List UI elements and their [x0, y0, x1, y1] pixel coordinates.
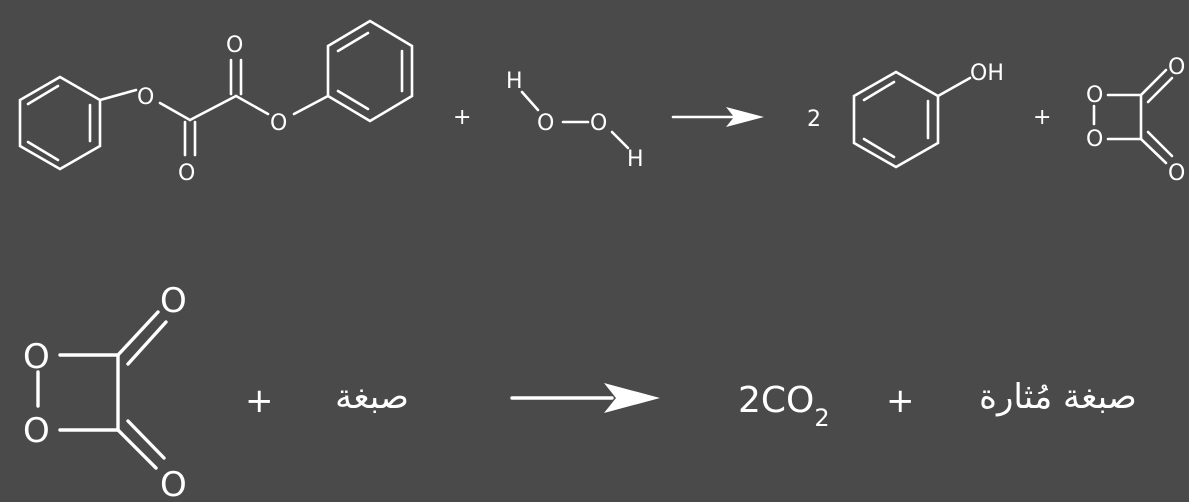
aromatic-bond	[26, 84, 60, 106]
hydrogen-peroxide-molecule: H O O H	[506, 69, 644, 172]
carbonyl-double-bond	[116, 428, 158, 470]
single-bond	[292, 94, 330, 116]
plus-sign: +	[886, 381, 915, 421]
aromatic-bond	[336, 31, 370, 53]
plus-sign: +	[1033, 105, 1051, 130]
co2-formula: 2CO	[738, 380, 814, 421]
reaction-2: O O O O + صبغة 2CO2 + صبغة مُثارة	[23, 281, 1137, 502]
phenol-molecule: OH	[852, 61, 1004, 169]
peroxide-oxygen-2: O	[590, 111, 607, 136]
carbonyl-double-bond	[1139, 137, 1168, 165]
plus-sign: +	[245, 381, 274, 421]
aromatic-bond	[26, 140, 60, 162]
hydrogen-atom-right: H	[627, 147, 644, 172]
ring-oxygen-bottom: O	[1086, 127, 1103, 152]
hydrogen-atom-left: H	[506, 69, 523, 94]
carbonyl-oxygen-top: O	[160, 281, 187, 321]
carbonyl-double-bond	[1146, 76, 1174, 104]
carbonyl-oxygen-bottom: O	[1168, 161, 1185, 186]
plus-sign: +	[453, 105, 471, 130]
ring-oxygen-top: O	[1086, 83, 1103, 108]
single-bond	[234, 94, 270, 116]
carbonyl-double-bond	[126, 419, 166, 460]
single-bond	[936, 76, 972, 98]
aromatic-bond	[862, 137, 896, 159]
single-bond	[610, 130, 630, 150]
ester-oxygen-left: O	[137, 85, 154, 110]
single-bond	[520, 90, 540, 112]
dioxetanedione-molecule: O O O O	[1086, 55, 1185, 186]
dioxetanedione-molecule-large: O O O O	[23, 281, 187, 502]
ring-oxygen-top: O	[23, 337, 50, 377]
carbonyl-double-bond	[1146, 130, 1174, 158]
carbon-dioxide-product: 2CO2	[738, 380, 830, 432]
stoichiometric-coefficient: 2	[807, 107, 821, 132]
reaction-arrow-2	[510, 383, 660, 413]
reaction-arrow-1	[671, 107, 764, 127]
right-benzene-ring	[326, 19, 414, 123]
aromatic-bond	[862, 80, 896, 102]
reaction-1: O O O O + H	[18, 19, 1185, 186]
single-bond	[98, 88, 138, 102]
reactant-dye-label: صبغة	[335, 377, 409, 417]
carbonyl-double-bond	[1139, 68, 1168, 97]
ester-oxygen-right: O	[270, 111, 287, 136]
carbonyl-oxygen-top: O	[226, 33, 243, 58]
carbonyl-oxygen-bottom: O	[160, 465, 187, 502]
aromatic-bond	[336, 89, 370, 111]
carbon-carbon-bond	[188, 94, 238, 122]
carbonyl-double-bond	[126, 320, 168, 366]
diphenyl-oxalate-molecule: O O O O	[18, 19, 414, 186]
carbonyl-oxygen-bottom: O	[178, 161, 195, 186]
hydroxyl-group: OH	[970, 61, 1004, 86]
single-bond	[158, 101, 192, 122]
phenol-benzene-ring	[852, 70, 940, 169]
co2-subscript: 2	[814, 404, 829, 432]
left-benzene-ring	[18, 75, 102, 171]
excited-dye-label: صبغة مُثارة	[979, 377, 1137, 417]
ring-oxygen-bottom: O	[23, 411, 50, 451]
peroxide-oxygen-1: O	[537, 111, 554, 136]
carbonyl-oxygen-top: O	[1168, 55, 1185, 80]
carbonyl-double-bond	[116, 310, 160, 357]
